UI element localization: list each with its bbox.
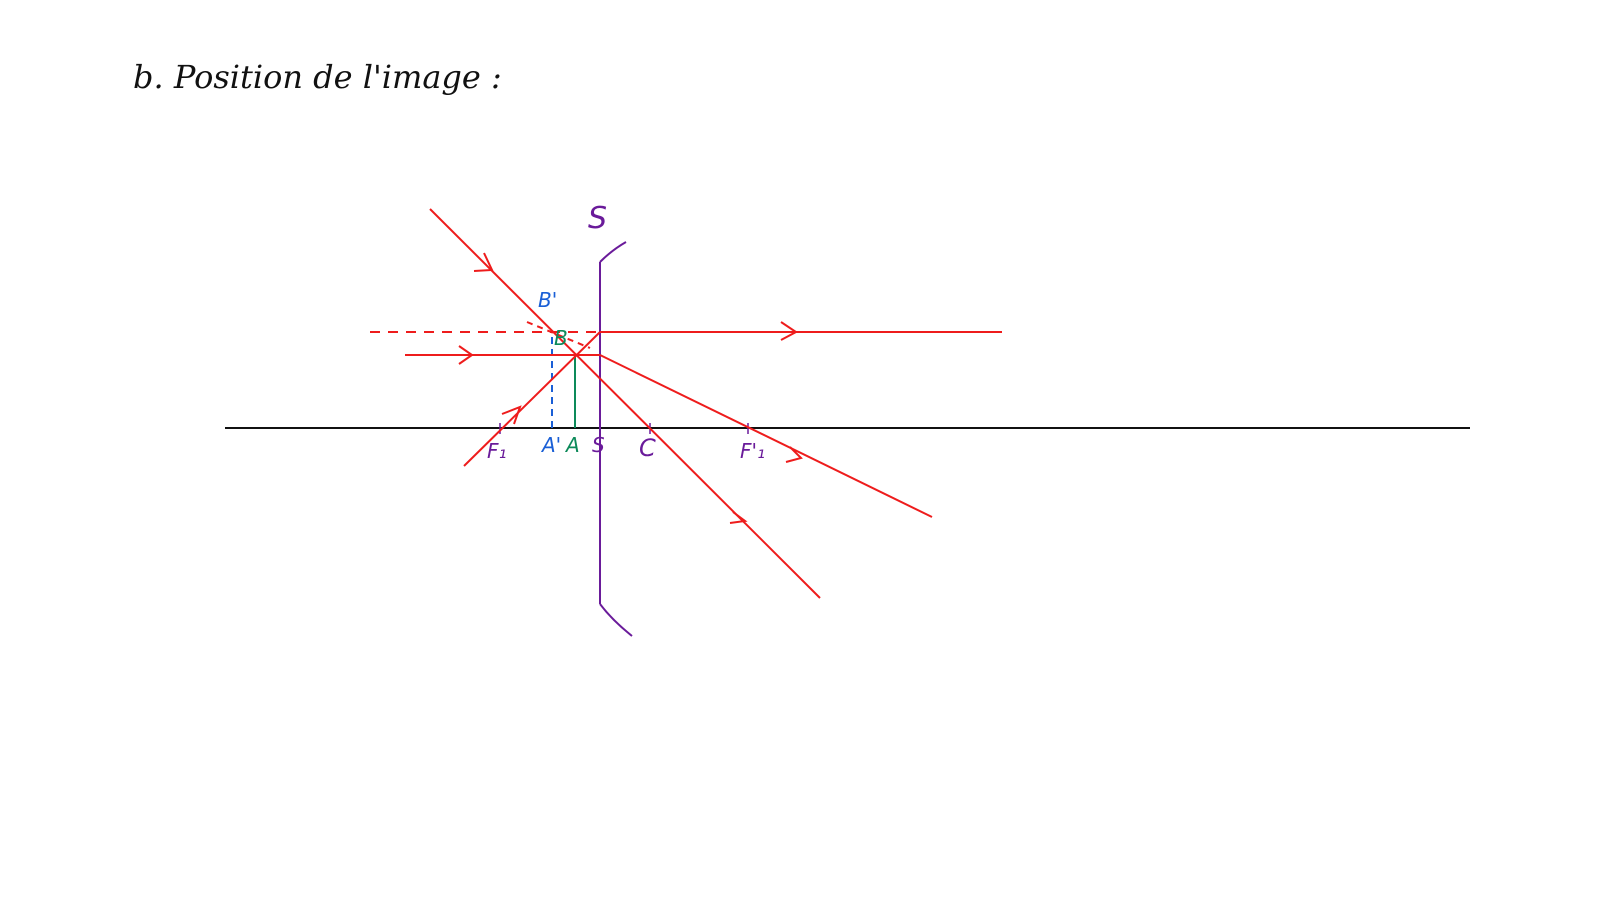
a-prime-label: A': [540, 433, 561, 457]
ray-arrow-3: [458, 345, 474, 365]
ray-through-center: [429, 208, 821, 599]
page-title: b. Position de l'image :: [133, 58, 502, 96]
f1-label: F₁: [487, 439, 507, 463]
ray-arrow-6: [780, 321, 798, 341]
ray-arrow-4: [785, 446, 803, 463]
mirror-label: S: [588, 201, 607, 236]
ray-parallel-reflected: [599, 354, 933, 518]
b-prime-label: B': [538, 288, 557, 312]
ray-focal-incident: [463, 331, 601, 467]
light-rays: [370, 208, 1002, 599]
s-label: S: [592, 433, 605, 457]
ray-arrow-2: [729, 511, 748, 524]
mirror: [599, 241, 633, 637]
f1-prime-label: F'₁: [740, 439, 765, 463]
ray-virtual-extension-2: [526, 321, 591, 349]
ray-arrow-5: [501, 405, 522, 425]
b-label: B: [554, 326, 568, 350]
a-label: A: [564, 433, 580, 457]
c-label: C: [639, 434, 656, 462]
ray-arrow-1: [473, 252, 494, 272]
